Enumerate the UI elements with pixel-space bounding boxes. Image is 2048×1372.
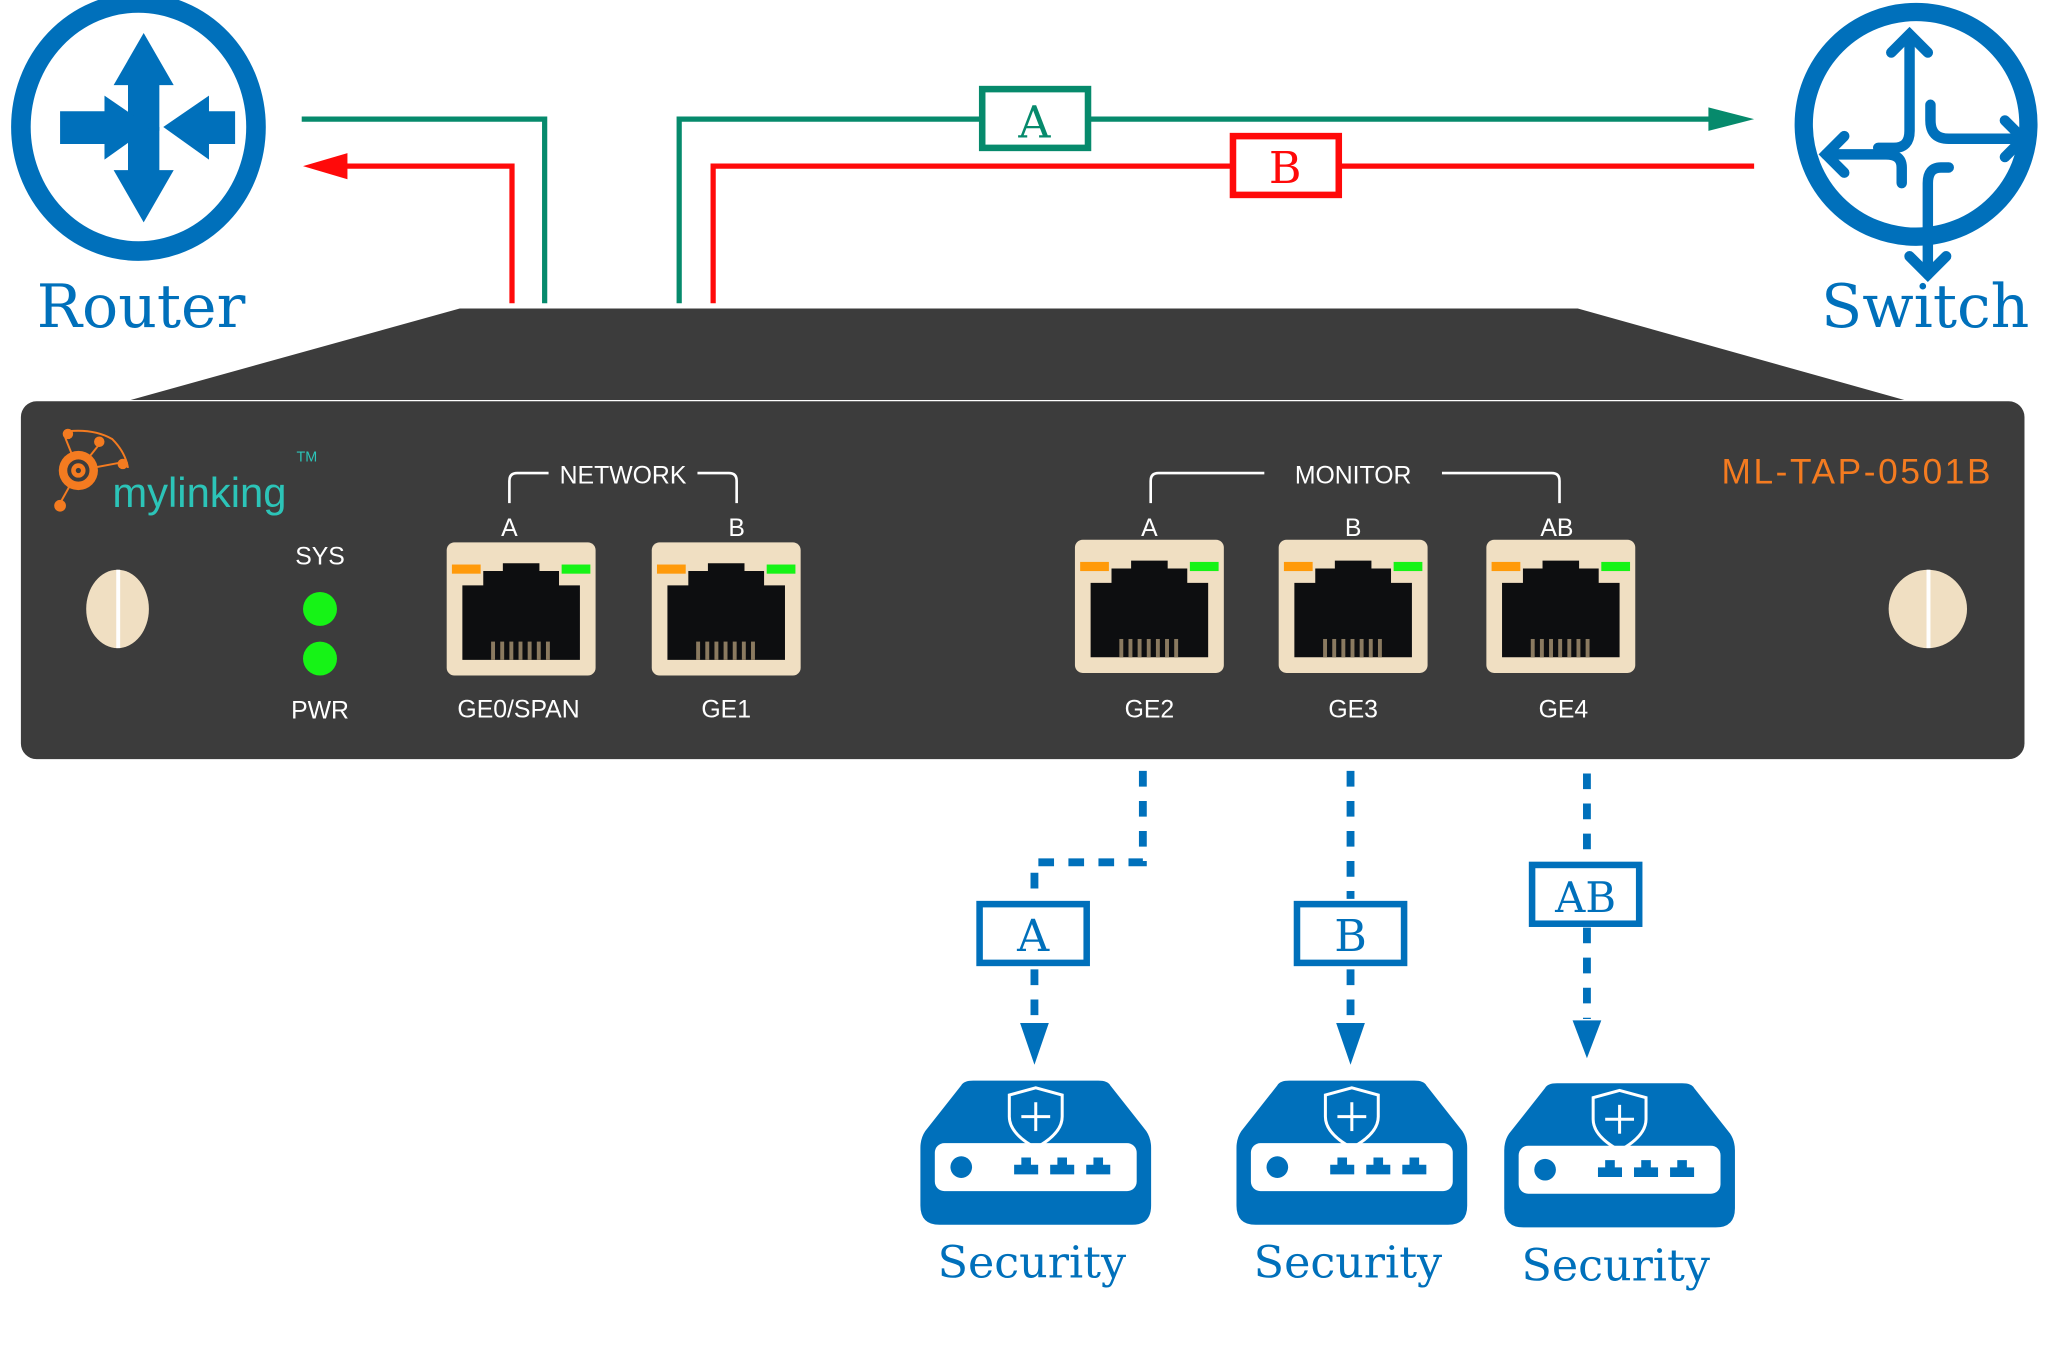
brand-logo: mylinking TM [54,428,317,516]
port-ge2[interactable] [1074,539,1224,673]
output-b-label: B [1334,911,1367,962]
output-b-label-box: B [1293,900,1408,967]
monitor-port-ab-sublabel: AB [1540,515,1573,542]
security-tool-ab-label: Security [1521,1240,1709,1291]
output-a-arrowhead [1020,1022,1049,1065]
output-ab-label-box: AB [1528,861,1643,927]
port-ge3-label: GE3 [1328,696,1378,723]
flow-b-label: B [1269,143,1302,194]
port-ge2-label: GE2 [1125,696,1175,723]
network-group: NETWORK A B GE0/SPAN GE1 [446,463,801,723]
security-tool-a-label: Security [938,1238,1126,1289]
network-group-label: NETWORK [560,463,687,490]
flow-a-label: A [1017,97,1051,148]
monitor-port-b-sublabel: B [1345,515,1362,542]
flow-a-line [301,116,1725,304]
switch-label: Switch [1821,272,2029,342]
security-appliance-icon [918,1079,1153,1227]
led-pwr-label: PWR [291,698,349,725]
security-appliance-icon [1502,1081,1737,1229]
led-sys [303,591,337,626]
tap-device: mylinking TM ML-TAP-0501B SYS PWR NETWOR… [20,308,2025,760]
monitor-group-label: MONITOR [1295,463,1412,490]
switch-node: Switch [1794,2,2038,342]
device-top [130,308,1905,400]
monitor-port-a-sublabel: A [1141,515,1158,542]
security-tool-b: Security [1234,1079,1469,1289]
port-ge1-label: GE1 [701,696,751,723]
router-icon [11,0,266,261]
left-screw [86,569,149,649]
led-pwr [303,641,337,676]
security-tool-a: Security [918,1079,1153,1289]
flow-b-label-box: B [1229,132,1343,199]
switch-icon [1794,2,2038,282]
network-port-b-sublabel: B [728,515,745,542]
logo-mark-icon [54,428,129,512]
trademark-mark: TM [296,449,317,465]
output-ab-label: AB [1554,873,1616,922]
port-ge3[interactable] [1278,539,1428,673]
output-a-line [1030,770,1147,899]
port-ge0-span[interactable] [446,542,596,676]
security-appliance-icon [1234,1079,1469,1227]
flow-b-line [342,163,1755,304]
right-screw [1888,569,1968,649]
flow-b-arrowhead [303,153,348,180]
security-tool-b-label: Security [1254,1238,1442,1289]
router-node: Router [11,0,266,342]
security-tool-ab: Security [1502,1081,1737,1291]
network-port-a-sublabel: A [501,515,518,542]
brand-name: mylinking [112,469,286,516]
model-number: ML-TAP-0501B [1721,453,1993,492]
output-a-label-box: A [976,900,1090,967]
led-sys-label: SYS [295,544,345,571]
output-a-label: A [1016,911,1050,962]
router-label: Router [37,272,246,342]
port-ge4[interactable] [1486,539,1636,673]
port-ge1[interactable] [651,542,801,676]
port-ge4-label: GE4 [1539,696,1589,723]
flow-a-label-box: A [978,85,1092,152]
output-ab-arrowhead [1572,1020,1602,1059]
port-ge0-span-label: GE0/SPAN [457,696,579,723]
flow-a-arrowhead [1708,107,1755,131]
monitor-group: MONITOR A B AB GE2 GE3 GE4 [1074,463,1636,723]
output-b-arrowhead [1336,1022,1365,1065]
